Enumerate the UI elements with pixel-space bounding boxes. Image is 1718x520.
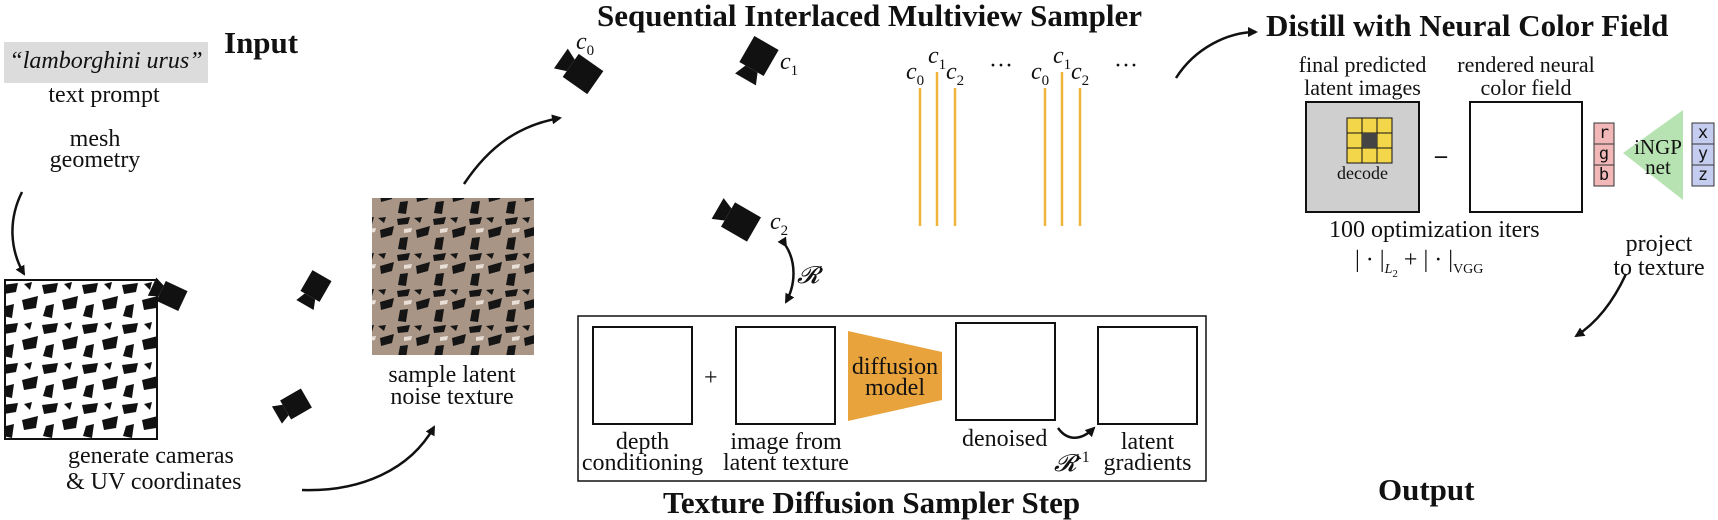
arrow-to-noise xyxy=(301,425,436,492)
iters-label: 100 optimization iters xyxy=(1329,217,1540,243)
model-label-line2: model xyxy=(865,375,925,401)
diffusion-step-panel xyxy=(577,315,1207,482)
decode-label: decode xyxy=(1337,163,1388,183)
minus-sign: – xyxy=(1435,143,1447,169)
seq-label-c1: c1 xyxy=(1053,43,1072,73)
prompt-text: “lamborghini urus” xyxy=(9,48,203,74)
camera-label-c2: c2 xyxy=(770,209,789,239)
ingp-net-block xyxy=(1623,110,1683,200)
prompt-caption: text prompt xyxy=(48,82,160,108)
seq-label-c0: c0 xyxy=(1031,59,1050,89)
xyz-x: x xyxy=(1697,123,1709,143)
xyz-z: z xyxy=(1697,165,1709,185)
rgb-r: r xyxy=(1598,123,1610,143)
seq-label-c2: c2 xyxy=(946,59,965,89)
cameras-label-line1: generate cameras xyxy=(68,443,234,469)
arrow-mesh-to-uv xyxy=(11,191,26,276)
depth-label-line2: conditioning xyxy=(581,450,704,476)
mesh-label-line2: geometry xyxy=(49,147,141,173)
input-heading: Input xyxy=(224,25,299,60)
seq-label-c0: c0 xyxy=(906,59,925,89)
arrow-inverse-render xyxy=(1056,426,1096,439)
image-label-line1: image from xyxy=(730,429,842,455)
latent-gradients-box xyxy=(1097,326,1198,425)
camera-label-c0: c0 xyxy=(576,29,595,59)
cameras-label-line2: & UV coordinates xyxy=(66,469,242,495)
rgb-b: b xyxy=(1598,165,1610,185)
output-heading: Output xyxy=(1378,472,1475,507)
arrow-project-to-texture xyxy=(1574,273,1628,338)
diffusion-heading: Texture Diffusion Sampler Step xyxy=(663,485,1081,520)
denoised-label: denoised xyxy=(962,426,1048,452)
rgb-g: g xyxy=(1598,144,1610,164)
camera-icon xyxy=(711,198,761,242)
camera-icon xyxy=(735,36,779,86)
rendered-color-field-box xyxy=(1469,101,1583,213)
latent-image-box xyxy=(735,326,836,425)
depth-conditioning-box xyxy=(592,326,693,425)
seq-ellipsis: ··· xyxy=(989,53,1013,79)
latent-noise-texture xyxy=(372,198,534,355)
project-label-line1: project xyxy=(1625,231,1693,257)
camera-icon xyxy=(271,388,312,424)
depth-label-line1: depth xyxy=(615,429,670,455)
arrow-render-exchange xyxy=(777,236,795,304)
seq-label-c1: c1 xyxy=(928,43,947,73)
camera-icon xyxy=(147,277,188,312)
arrow-to-distill xyxy=(1174,27,1258,79)
noise-label-line2: noise texture xyxy=(390,384,514,410)
loss-formula: | · |L2 + | · |VGG xyxy=(1355,247,1484,280)
noise-label-line1: sample latent xyxy=(388,362,516,388)
gradients-label-line1: latent xyxy=(1120,429,1175,455)
project-label-line2: to texture xyxy=(1613,255,1705,281)
camera-label-c1: c1 xyxy=(780,49,799,79)
rendered-label-line1: rendered neural xyxy=(1457,52,1595,77)
xyz-y: y xyxy=(1697,144,1709,164)
decode-grid xyxy=(1346,117,1393,164)
diffusion-model-block xyxy=(848,331,942,421)
seq-label-c2: c2 xyxy=(1071,59,1090,89)
mesh-uv-texture xyxy=(4,279,158,440)
predicted-label-line2: latent images xyxy=(1304,75,1421,100)
predicted-label-line1: final predicted xyxy=(1298,52,1427,77)
sampler-heading: Sequential Interlaced Multiview Sampler xyxy=(597,0,1143,33)
distill-heading: Distill with Neural Color Field xyxy=(1266,8,1669,43)
render-operator: 𝓡 xyxy=(797,263,820,289)
xyz-stack xyxy=(1691,122,1715,187)
camera-icon xyxy=(553,48,604,95)
ingp-label-line1: iNGP xyxy=(1634,135,1682,159)
seq-ellipsis: ··· xyxy=(1114,53,1138,79)
predicted-latent-box xyxy=(1305,101,1420,213)
gradients-label-line2: gradients xyxy=(1103,450,1192,476)
prompt-box xyxy=(4,42,208,83)
model-label-line1: diffusion xyxy=(851,354,939,380)
ingp-label-line2: net xyxy=(1645,155,1671,179)
rendered-label-line2: color field xyxy=(1480,75,1572,100)
denoised-box xyxy=(955,322,1056,421)
plus-sign: + xyxy=(704,365,718,391)
image-label-line2: latent texture xyxy=(723,450,849,476)
camera-icon xyxy=(296,270,332,311)
arrow-to-sampler xyxy=(462,114,562,185)
inverse-render-operator: 𝓡-1 xyxy=(1054,449,1090,477)
rgb-stack xyxy=(1593,122,1615,187)
mesh-label-line1: mesh xyxy=(69,126,121,152)
